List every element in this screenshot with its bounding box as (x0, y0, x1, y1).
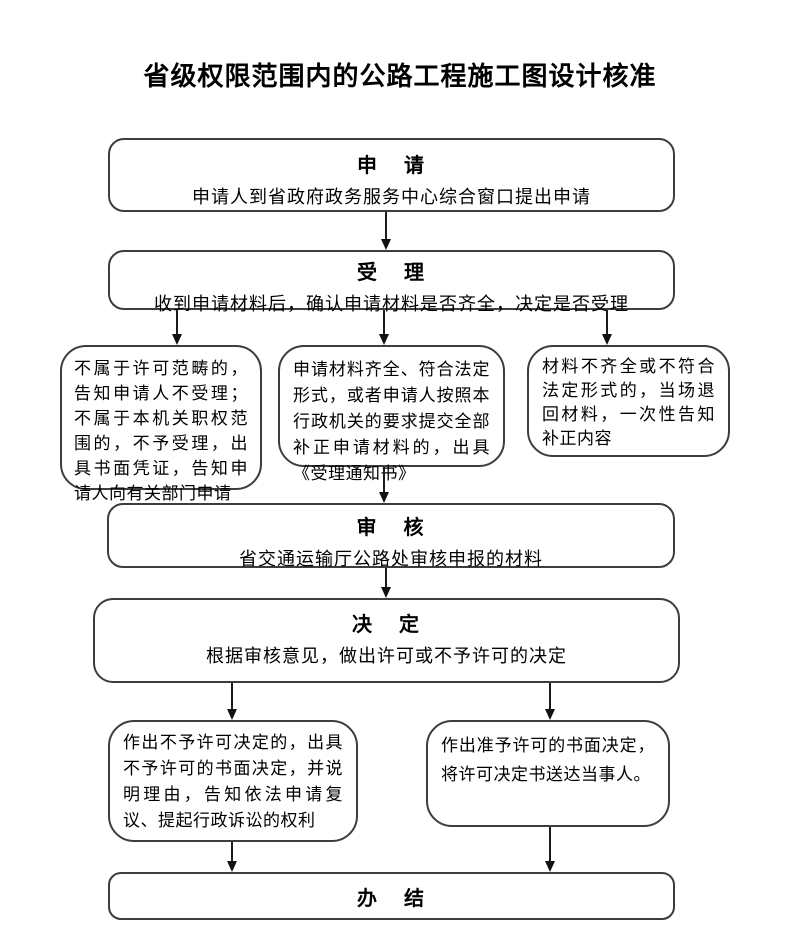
flow-arrow-accept-to-not-accepted (172, 310, 182, 345)
arrow-line (231, 683, 233, 712)
flow-arrow-review-to-decision (381, 568, 391, 598)
flow-arrow-apply-to-accept (381, 212, 391, 250)
node-apply: 申 请 申请人到省政府政务服务中心综合窗口提出申请 (108, 138, 675, 212)
node-apply-body: 申请人到省政府政务服务中心综合窗口提出申请 (192, 187, 591, 208)
arrow-line (385, 212, 387, 242)
node-accept-body: 收到申请材料后，确认申请材料是否齐全，决定是否受理 (154, 294, 629, 315)
flow-arrow-accept-to-returned (602, 310, 612, 345)
arrow-line (549, 683, 551, 712)
arrow-line (176, 310, 178, 337)
node-complete: 办 结 (108, 872, 675, 920)
arrow-line (385, 568, 387, 590)
node-accept-heading: 受 理 (357, 260, 426, 284)
node-decision-heading: 决 定 (352, 612, 421, 636)
flow-arrow-deny-to-complete (227, 842, 237, 872)
arrow-down-icon (381, 239, 391, 250)
node-accepted: 申请材料齐全、符合法定形式，或者申请人按照本行政机关的要求提交全部补正申请材料的… (278, 345, 505, 484)
arrow-down-icon (602, 334, 612, 345)
node-deny: 作出不予许可决定的，出具不予许可的书面决定，并说明理由，告知依法申请复议、提起行… (108, 720, 358, 842)
arrow-down-icon (545, 861, 555, 872)
node-review-heading: 审 核 (356, 515, 426, 539)
node-review: 审 核 省交通运输厅公路处审核申报的材料 (107, 503, 675, 570)
arrow-down-icon (379, 334, 389, 345)
flow-arrow-decision-to-deny (227, 683, 237, 720)
arrow-line (383, 467, 385, 495)
arrow-line (549, 827, 551, 864)
flow-arrow-accepted-to-review (379, 467, 389, 503)
arrow-down-icon (172, 334, 182, 345)
arrow-down-icon (545, 709, 555, 720)
node-accept: 受 理 收到申请材料后，确认申请材料是否齐全，决定是否受理 (108, 250, 675, 315)
node-not-accepted: 不属于许可范畴的，告知申请人不受理；不属于本机关职权范围的，不予受理，出具书面凭… (60, 345, 262, 504)
node-decision-body: 根据审核意见，做出许可或不予许可的决定 (206, 646, 567, 667)
flow-arrow-grant-to-complete (545, 827, 555, 872)
flow-arrow-decision-to-grant (545, 683, 555, 720)
node-complete-heading: 办 结 (357, 885, 426, 910)
node-grant: 作出准予许可的书面决定，将许可决定书送达当事人。 (426, 720, 670, 827)
node-review-body: 省交通运输厅公路处审核申报的材料 (239, 549, 543, 570)
page-title: 省级权限范围内的公路工程施工图设计核准 (143, 62, 657, 92)
node-decision: 决 定 根据审核意见，做出许可或不予许可的决定 (93, 598, 680, 683)
arrow-down-icon (381, 587, 391, 598)
arrow-down-icon (227, 861, 237, 872)
node-apply-heading: 申 请 (357, 153, 426, 177)
arrow-line (383, 310, 385, 337)
arrow-line (606, 310, 608, 337)
arrow-down-icon (227, 709, 237, 720)
flow-arrow-accept-to-accepted (379, 310, 389, 345)
arrow-line (231, 842, 233, 864)
arrow-down-icon (379, 492, 389, 503)
node-returned: 材料不齐全或不符合法定形式的，当场退回材料，一次性告知补正内容 (527, 345, 730, 457)
